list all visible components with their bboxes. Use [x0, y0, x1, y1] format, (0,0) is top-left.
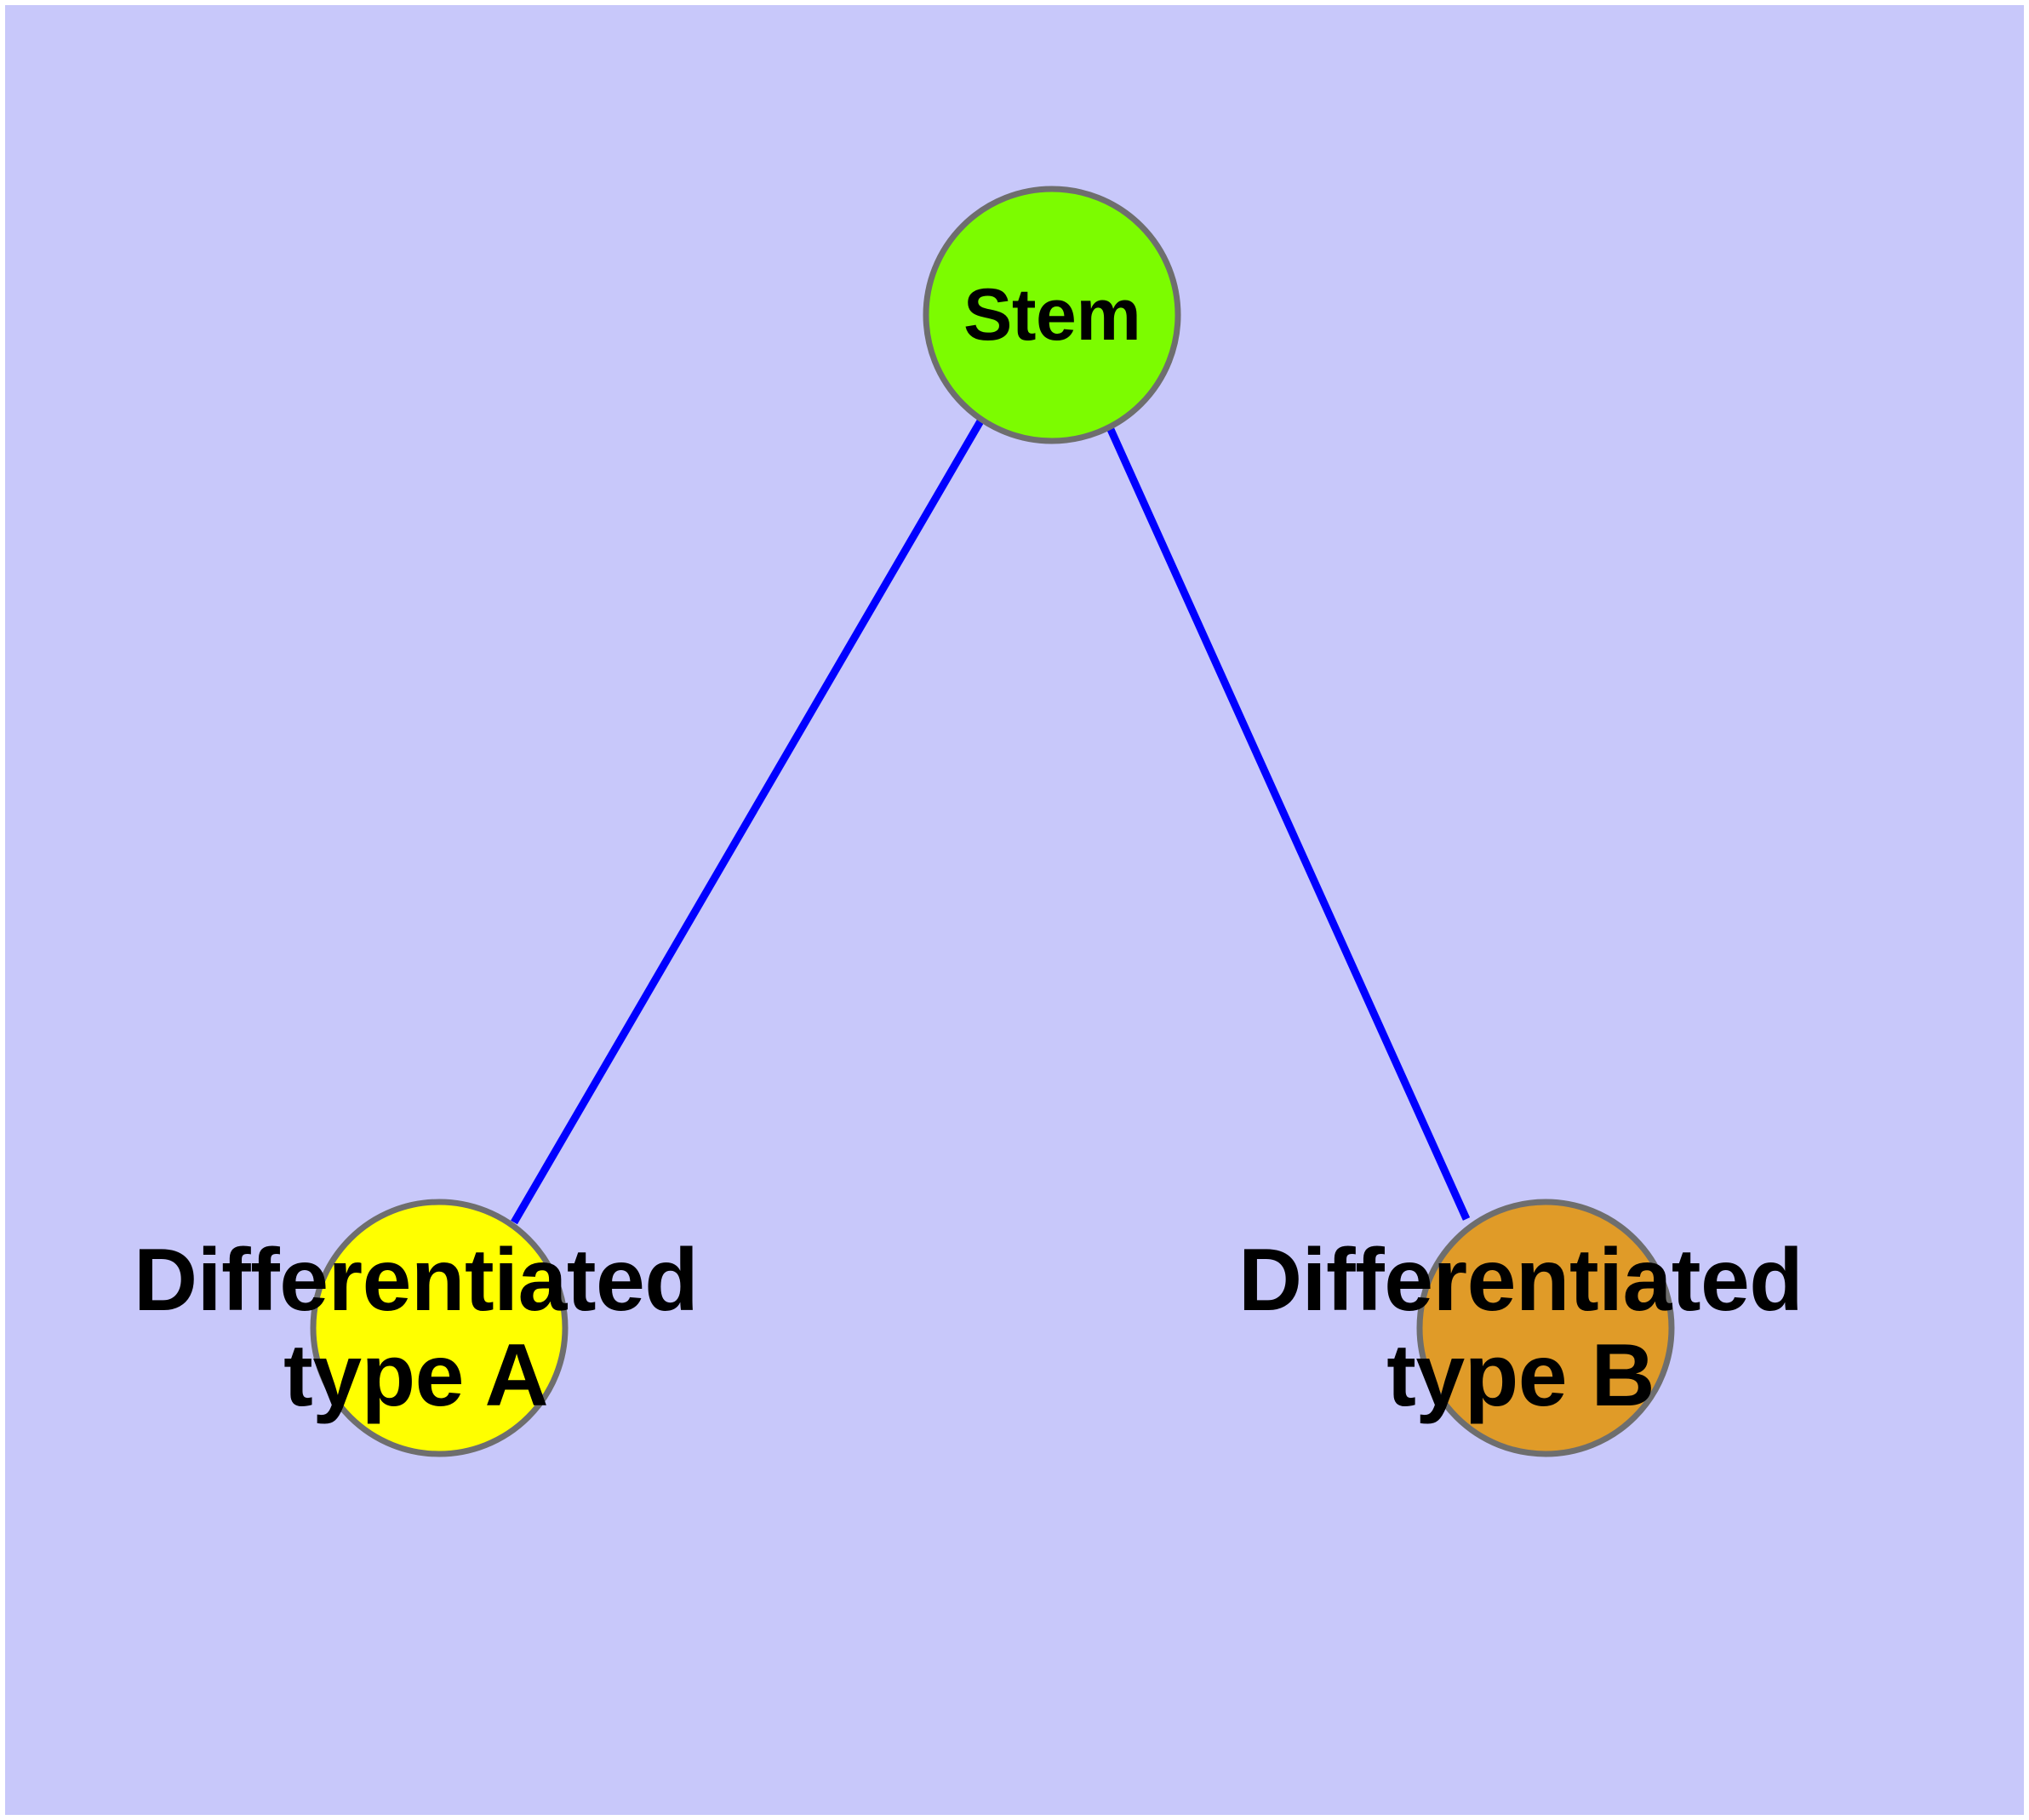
edge-layer [511, 417, 1471, 1225]
graph-node-diff_b[interactable] [1416, 1199, 1675, 1457]
node-layer [310, 186, 1675, 1457]
graph-node-diff_a[interactable] [310, 1199, 569, 1457]
graph-edge [511, 417, 985, 1225]
graph-edge [1105, 424, 1471, 1221]
graph-node-stem[interactable] [923, 186, 1181, 444]
